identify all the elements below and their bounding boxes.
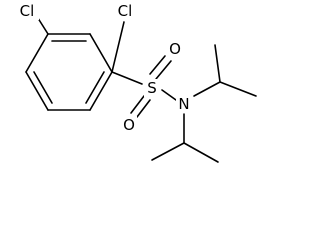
ring-double-bond-inner-2: [33, 71, 53, 104]
atom-nitrogen: N: [176, 95, 192, 113]
bond-ring-to-sulfur: [111, 71, 143, 85]
nitrogen-label: N: [178, 95, 189, 113]
ring-bond-c3-c4: [25, 33, 49, 73]
oxygen-bottom-label: O: [123, 116, 135, 134]
ring-double-bond-inner-3: [85, 71, 105, 104]
bond-ch-lower-to-methyl-b: [183, 142, 219, 163]
bond-ch-lower-to-methyl-a: [151, 142, 185, 161]
benzene-ring: [25, 33, 113, 111]
bond-s-o-bottom-a: [130, 95, 145, 114]
atom-oxygen-top: O: [167, 40, 183, 58]
atom-cl-ortho: Cl: [113, 2, 137, 20]
cl-para-label: Cl: [20, 2, 35, 20]
bond-ring-to-cl-ortho: [111, 21, 125, 73]
sulfur-label: S: [147, 79, 157, 97]
bond-n-to-ch-upper: [193, 81, 221, 97]
bond-s-o-top-b: [155, 60, 172, 80]
atom-cl-para: Cl: [15, 2, 39, 20]
bond-s-to-n: [161, 89, 177, 101]
bond-s-o-bottom-b: [136, 99, 151, 118]
ring-bond-c6-c1: [89, 71, 113, 111]
chemical-structure-diagram: Cl Cl S O O N: [15, 2, 257, 163]
atom-sulfur: S: [144, 79, 160, 97]
atom-oxygen-bottom: O: [121, 116, 137, 134]
bond-ch-upper-to-methyl-b: [219, 81, 257, 97]
cl-ortho-label: Cl: [118, 2, 133, 20]
ring-bond-c1-c2: [89, 33, 113, 73]
bond-s-o-top-a: [149, 55, 166, 75]
oxygen-top-label: O: [169, 40, 181, 58]
ring-bond-c4-c5: [25, 71, 49, 111]
bond-ch-upper-to-methyl-a: [214, 44, 221, 83]
